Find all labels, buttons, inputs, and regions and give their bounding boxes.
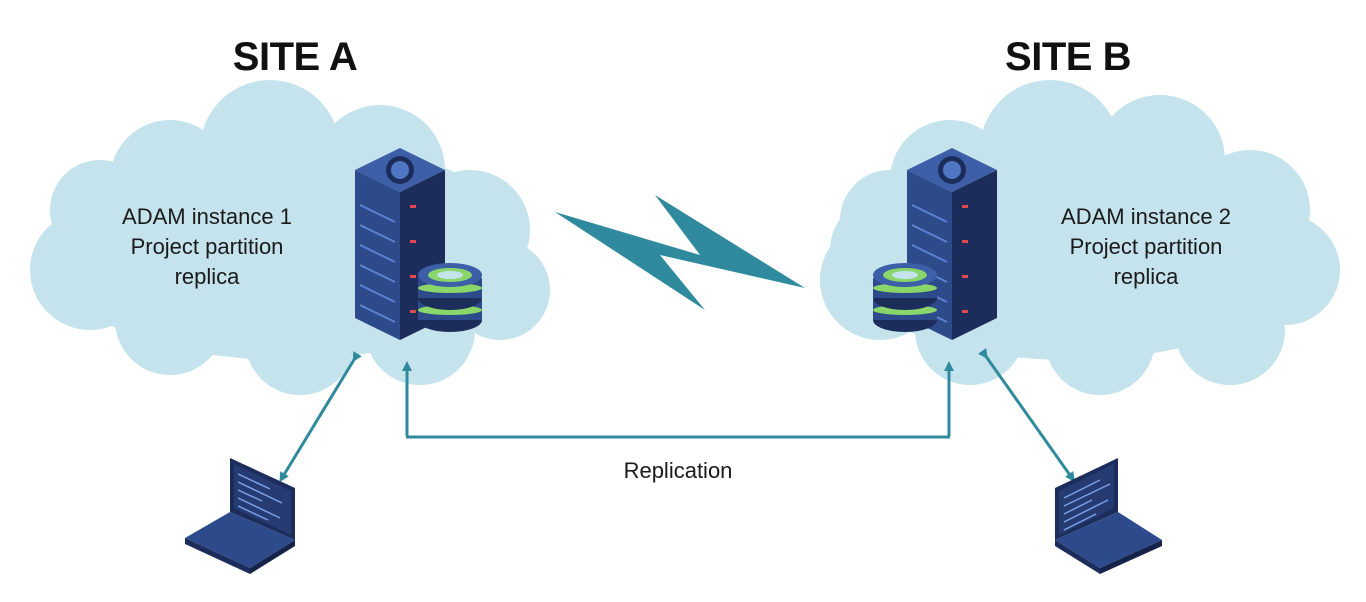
replication-label: Replication [624, 458, 733, 483]
lightning-bolt-icon [555, 195, 805, 310]
site-a-instance-line-1: ADAM instance 1 [122, 204, 292, 229]
site-b-instance-line-3: replica [1114, 264, 1180, 289]
site-b-title: SITE B [1005, 35, 1131, 79]
site-b-laptop-icon [1055, 458, 1162, 574]
replication-connector [402, 361, 954, 439]
site-b-instance-line-2: Project partition [1070, 234, 1223, 259]
site-a-database-icon [418, 263, 482, 332]
site-a-instance-line-3: replica [175, 264, 241, 289]
site-a-cloud [30, 80, 550, 395]
site-a-server-rack-icon [355, 148, 445, 340]
site-b-instance-line-1: ADAM instance 2 [1061, 204, 1231, 229]
site-a-laptop-icon [185, 458, 295, 574]
site-b-database-icon [873, 263, 937, 332]
site-a-client-link [279, 351, 362, 483]
site-a-title: SITE A [233, 35, 357, 79]
site-b-client-link [978, 348, 1075, 483]
site-a-instance-line-2: Project partition [131, 234, 284, 259]
